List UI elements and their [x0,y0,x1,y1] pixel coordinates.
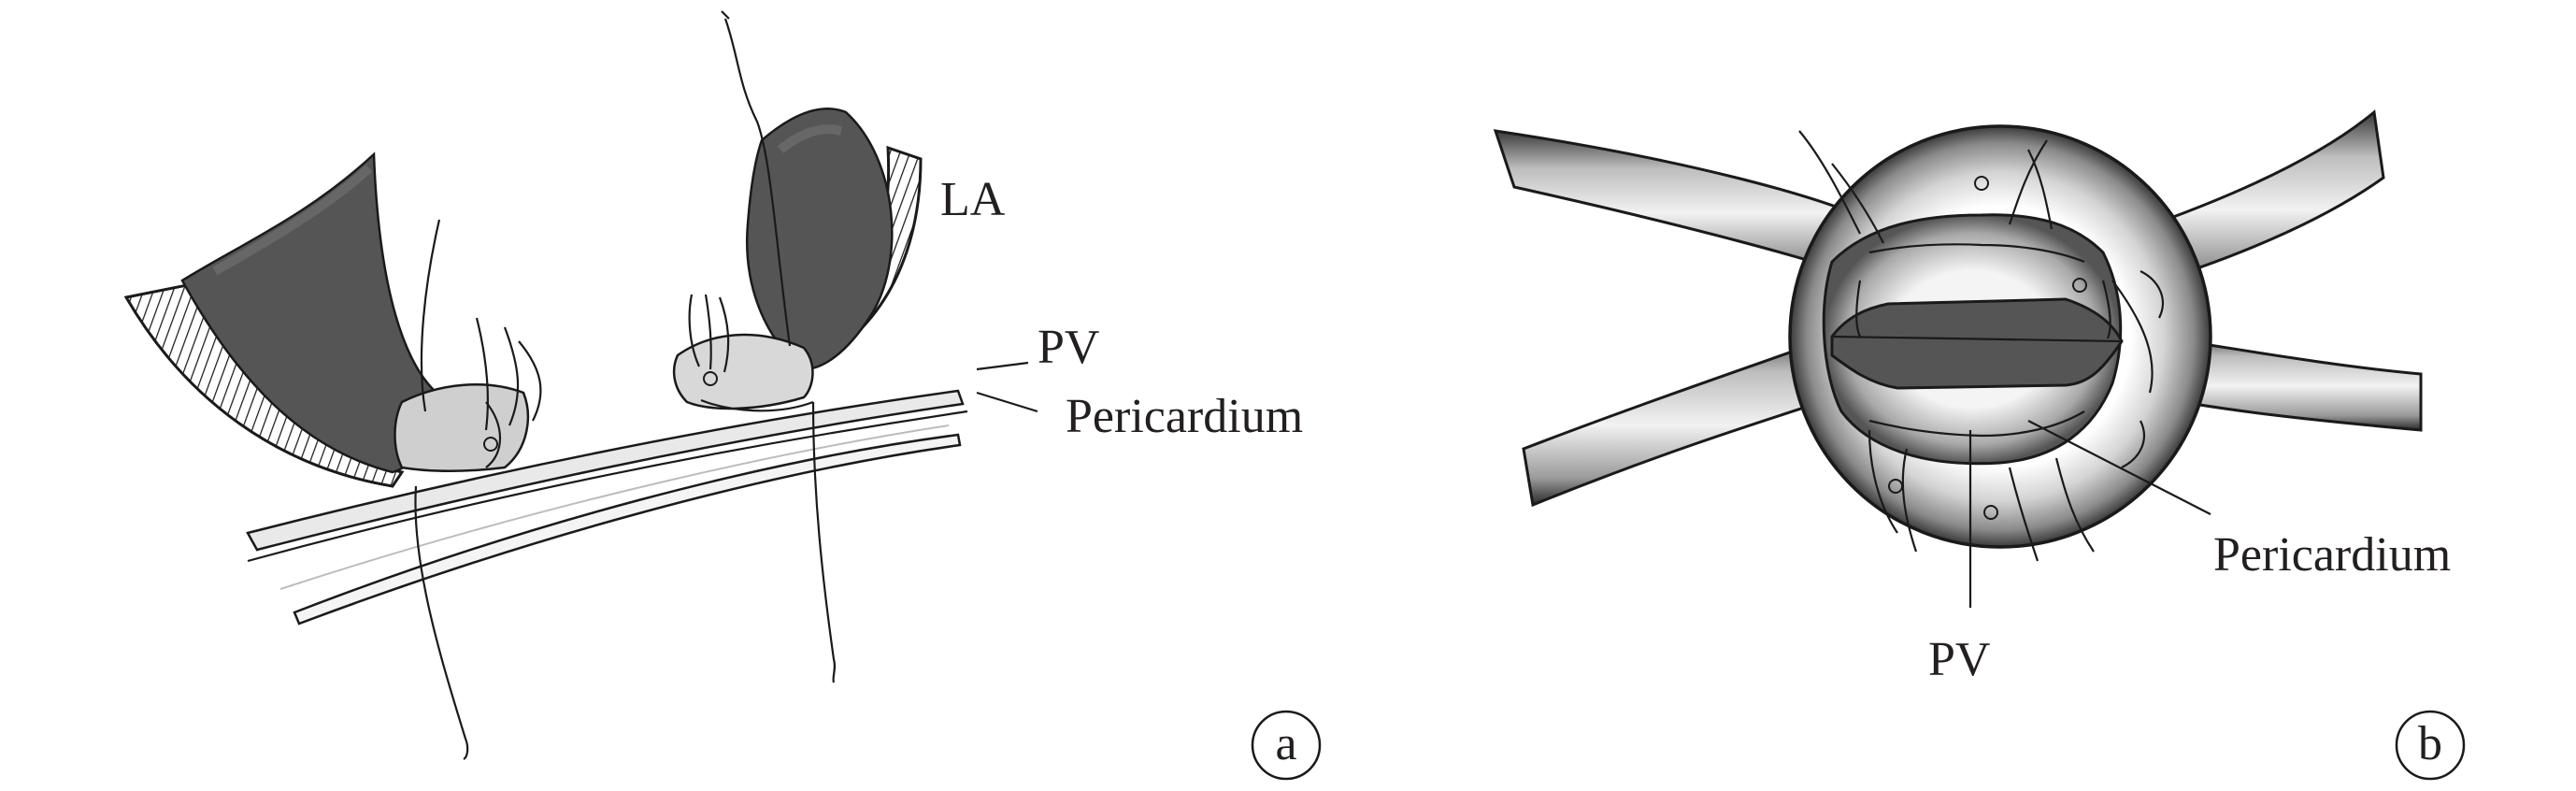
pv-label-b: PV [1928,633,1990,686]
panel-b: Pericardium PV b [1493,109,2466,781]
panel-b-badge [2395,710,2466,781]
pericardium-strip [246,389,968,563]
pericardium-label-b: Pericardium [2213,528,2451,582]
pericardium-label: Pericardium [1066,390,1303,443]
panel-a: LA PV Pericardium a [123,10,1322,781]
right-atrial-flap [672,108,923,412]
pericardium-leader-line-b [2027,420,2211,515]
panel-b-letter: b [2418,717,2442,770]
pv-label: PV [1038,321,1099,374]
pv-orifice [1830,297,2124,390]
panel-a-badge [1251,710,1322,781]
atrial-wall-lower [279,424,962,626]
left-atrial-flap [123,151,530,488]
suture-bites [1855,243,2111,438]
panel-b-threads [1798,130,2164,562]
left-suture-threads [414,219,542,760]
la-label: LA [940,173,1006,226]
right-suture-threads [688,10,837,683]
pv-leader-line [976,361,1029,371]
pericardium-leader-line [976,391,1038,413]
panel-a-letter: a [1275,717,1296,770]
